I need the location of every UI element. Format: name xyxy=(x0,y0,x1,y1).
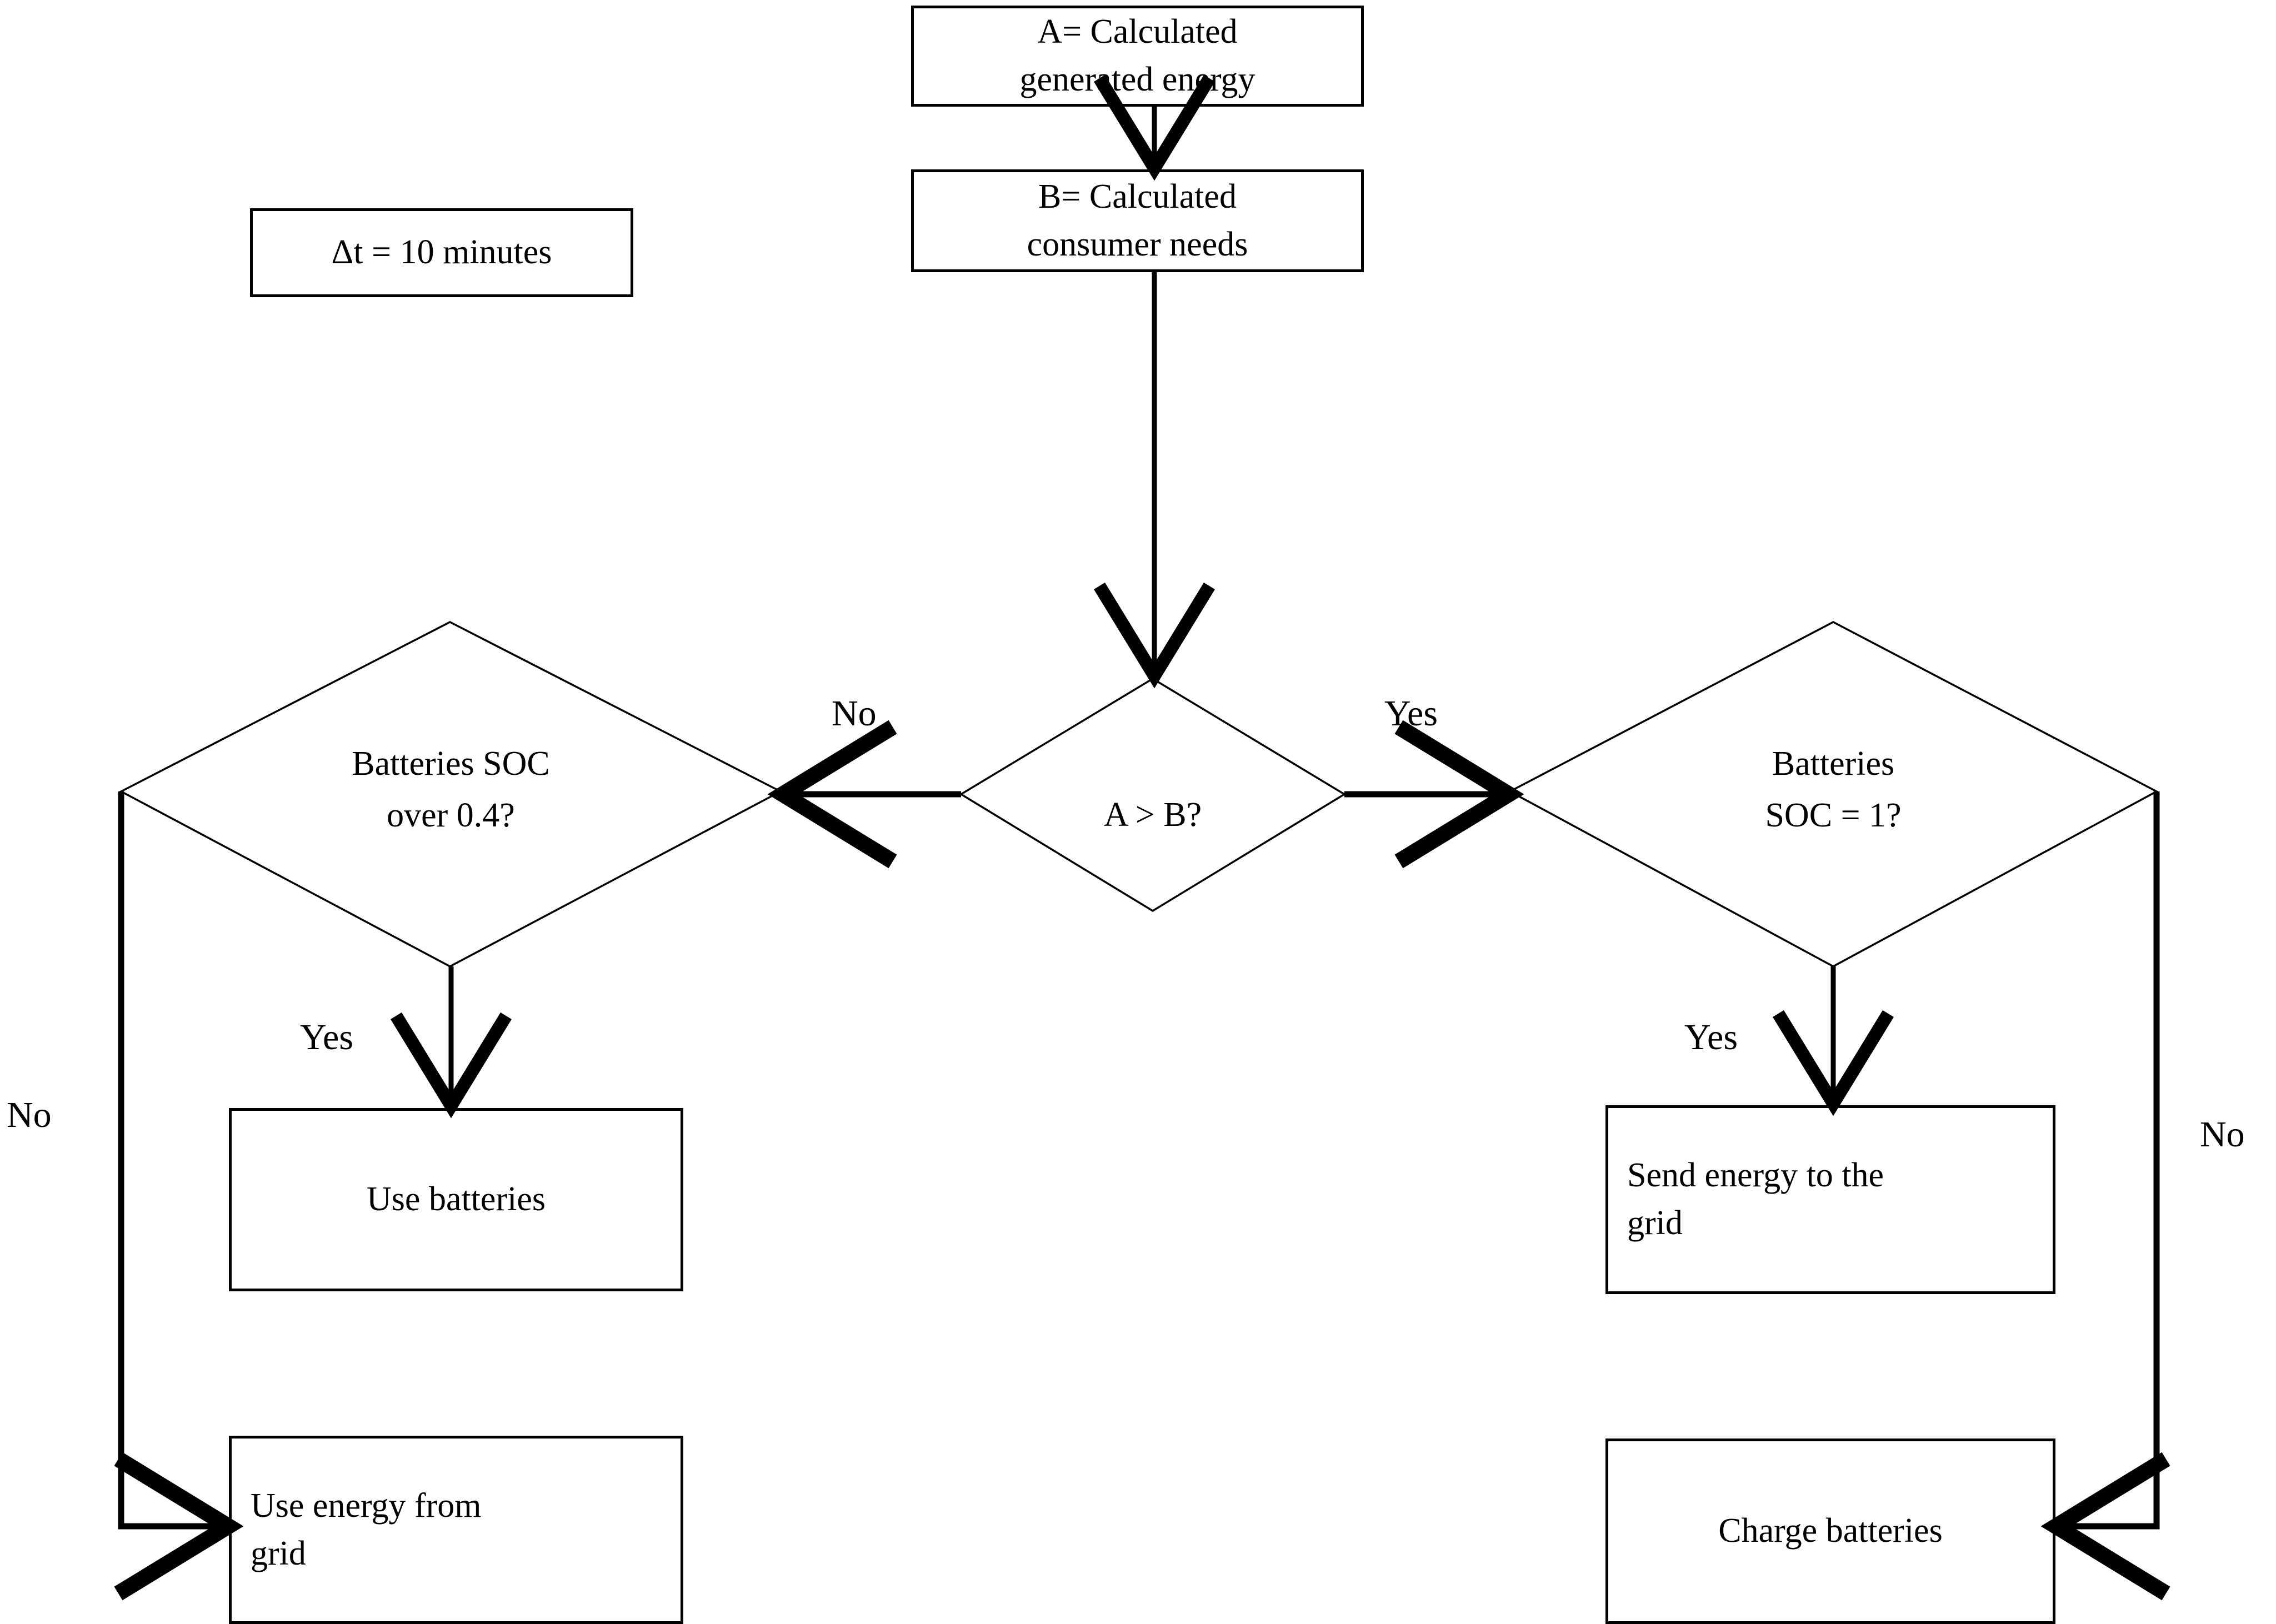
node-send-grid[interactable]: Send energy to the grid xyxy=(1605,1105,2055,1294)
node-calc-generated-label: A= Calculated generated energy xyxy=(1019,13,1255,98)
node-use-batteries-label: Use batteries xyxy=(367,1180,546,1219)
node-soc-over[interactable]: Batteries SOC over 0.4? xyxy=(121,622,781,966)
node-calc-needs[interactable]: B= Calculated consumer needs xyxy=(911,169,1364,272)
node-use-grid-label: Use energy from grid xyxy=(251,1486,482,1572)
edge-label-soc-full-yes: Yes xyxy=(1684,1017,1738,1057)
edge-label-compare-yes: Yes xyxy=(1384,693,1438,734)
node-use-batteries[interactable]: Use batteries xyxy=(229,1108,683,1291)
edge-label-soc-over-yes: Yes xyxy=(300,1017,354,1057)
edge-label-soc-full-no: No xyxy=(2200,1114,2245,1155)
node-send-grid-label: Send energy to the grid xyxy=(1627,1156,1884,1242)
node-calc-generated[interactable]: A= Calculated generated energy xyxy=(911,6,1364,107)
node-soc-full-label: Batteries SOC = 1? xyxy=(1765,745,1902,834)
node-charge-batteries[interactable]: Charge batteries xyxy=(1605,1438,2055,1624)
edge-label-soc-over-no: No xyxy=(7,1095,52,1135)
node-soc-full[interactable]: Batteries SOC = 1? xyxy=(1510,622,2157,966)
node-calc-needs-label: B= Calculated consumer needs xyxy=(1027,177,1248,263)
node-soc-over-label: Batteries SOC over 0.4? xyxy=(352,745,550,834)
node-compare-label: A > B? xyxy=(1103,795,1202,834)
node-compare[interactable]: A > B? xyxy=(961,679,1344,911)
node-timestep-label: Δt = 10 minutes xyxy=(331,233,552,272)
node-charge-batteries-label: Charge batteries xyxy=(1718,1512,1943,1550)
node-use-grid[interactable]: Use energy from grid xyxy=(229,1436,683,1624)
edge-label-compare-no: No xyxy=(832,693,877,734)
node-timestep[interactable]: Δt = 10 minutes xyxy=(250,208,633,297)
